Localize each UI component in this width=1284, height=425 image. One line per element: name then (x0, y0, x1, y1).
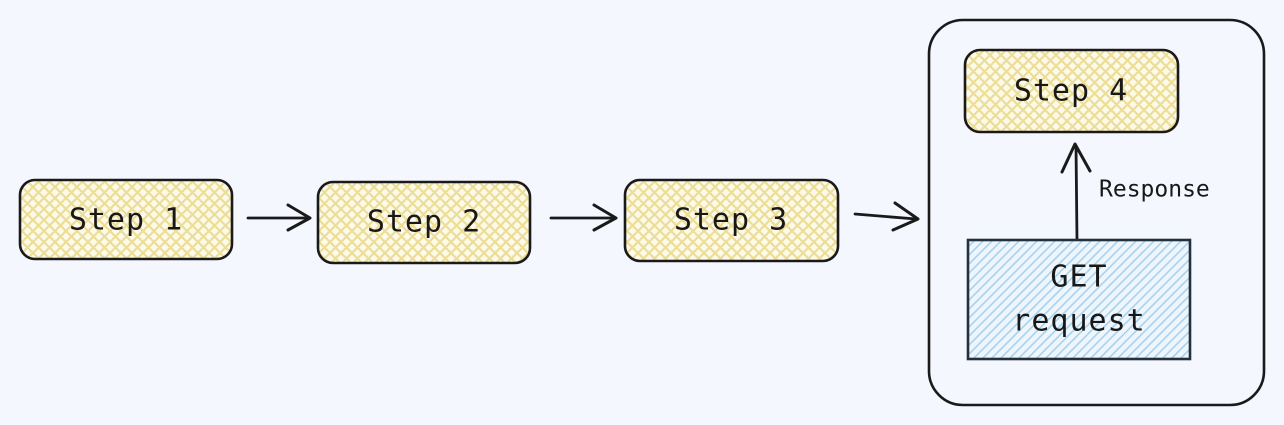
node-get-request-label-line2: request (1012, 304, 1145, 339)
edge-step3-subgraph-line (853, 212, 918, 221)
edge-step2-step3 (549, 203, 618, 232)
node-get-request-label-line1: GET (1050, 260, 1107, 295)
node-step4-shape (963, 48, 1180, 134)
edge-step1-step2-arrowhead (286, 203, 312, 232)
edge-step3-subgraph-arrowhead (891, 201, 920, 232)
edge-step3-subgraph (853, 201, 920, 232)
edge-step2-step3-arrowhead (592, 203, 618, 232)
node-step3[interactable]: Step 3 (623, 178, 840, 263)
node-step1[interactable]: Step 1 (18, 178, 234, 261)
node-step1-shape (18, 178, 234, 261)
node-get-request[interactable]: GET request (966, 238, 1192, 361)
node-step4-label: Step 4 (1014, 74, 1128, 109)
edge-getrequest-step4: Response (1060, 142, 1210, 242)
edge-step1-step2 (246, 203, 312, 232)
node-step4[interactable]: Step 4 (963, 48, 1180, 134)
subgraph-container-shape (927, 18, 1266, 407)
node-step2[interactable]: Step 2 (316, 180, 532, 265)
node-step3-shape (623, 178, 840, 263)
node-get-request-shape (966, 238, 1192, 361)
edge-getrequest-step4-arrowhead (1060, 142, 1092, 174)
subgraph-container[interactable] (927, 18, 1266, 407)
edge-getrequest-step4-label: Response (1099, 177, 1210, 203)
edge-getrequest-step4-line (1074, 144, 1079, 242)
node-step2-label: Step 2 (367, 205, 481, 240)
node-step3-label: Step 3 (674, 203, 788, 238)
node-step2-shape (316, 180, 532, 265)
node-step1-label: Step 1 (69, 203, 183, 238)
